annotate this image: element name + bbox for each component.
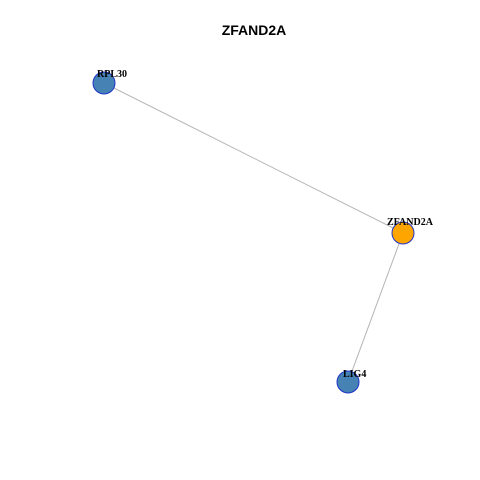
edges-layer (103, 82, 404, 383)
node-zfand2a[interactable]: ZFAND2A (387, 217, 434, 245)
node-circle-rpl30[interactable] (92, 71, 116, 95)
node-label-rpl30: RPL30 (97, 69, 127, 80)
diagram-title: ZFAND2A (222, 22, 287, 38)
edge-rpl30-zfand2a (103, 82, 404, 234)
node-lig4[interactable]: LIG4 (336, 369, 366, 394)
node-rpl30[interactable]: RPL30 (92, 69, 127, 95)
edge-zfand2a-lig4 (347, 232, 404, 383)
nodes-layer: RPL30 ZFAND2A LIG4 (92, 69, 434, 394)
node-circle-zfand2a[interactable] (391, 221, 415, 245)
node-label-lig4: LIG4 (343, 369, 366, 380)
node-circle-lig4[interactable] (336, 370, 360, 394)
node-label-zfand2a: ZFAND2A (387, 217, 434, 228)
